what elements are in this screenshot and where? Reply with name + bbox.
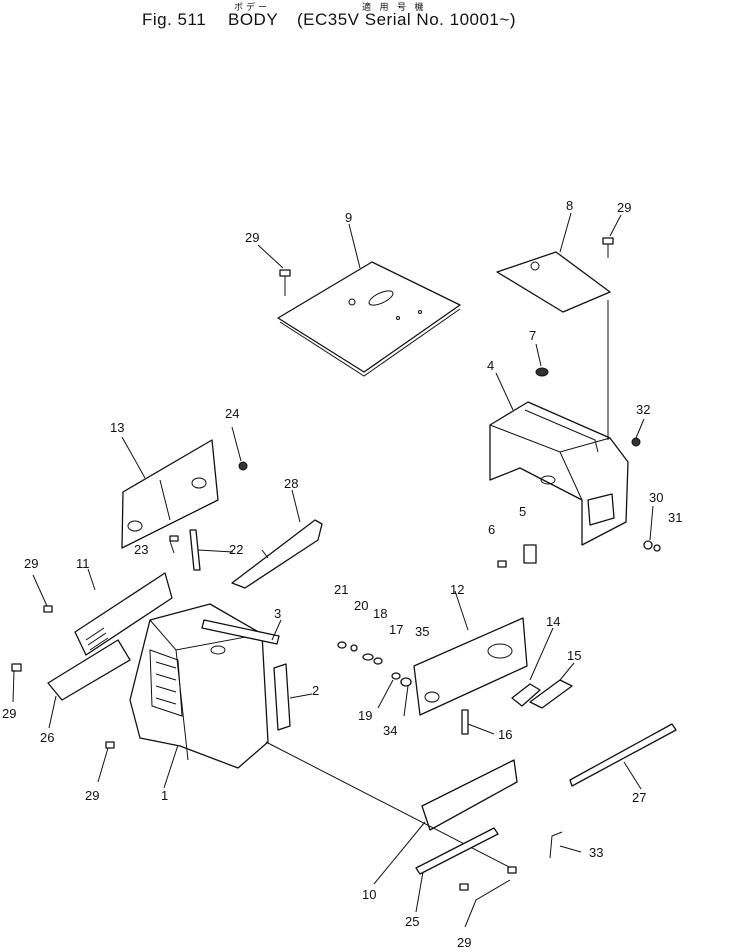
part-28-bracket — [231, 519, 323, 589]
callout-29-bottom-left: 29 — [85, 788, 99, 803]
part-22-23-bracket — [169, 529, 201, 571]
callout-22: 22 — [229, 542, 243, 557]
callout-5: 5 — [519, 504, 526, 519]
callout-13: 13 — [110, 420, 124, 435]
callout-29-top-right: 29 — [617, 200, 631, 215]
callout-10: 10 — [362, 887, 376, 902]
part-4-rear-hood — [489, 300, 629, 546]
part-9-top-cover — [277, 261, 461, 377]
figure-header: ボデー 適 用 号 機 Fig. 511 BODY (EC35V Serial … — [0, 0, 730, 40]
figure-title: BODY — [228, 10, 279, 29]
callout-34: 34 — [383, 723, 397, 738]
callout-16: 16 — [498, 727, 512, 742]
callout-29-far-left: 29 — [2, 706, 16, 721]
callout-15: 15 — [567, 648, 581, 663]
part-11-grille-plate — [74, 572, 173, 656]
title-kana: ボデー — [234, 2, 271, 12]
serial-range: (EC35V Serial No. 10001~) — [297, 10, 516, 29]
part-7-grommet — [535, 367, 549, 377]
part-32-nut — [631, 437, 641, 447]
part-2-strip — [273, 663, 291, 731]
callout-23: 23 — [134, 542, 148, 557]
callout-21: 21 — [334, 582, 348, 597]
callout-18: 18 — [373, 606, 387, 621]
part-8-plate — [496, 251, 611, 313]
callout-2: 2 — [312, 683, 319, 698]
serial-kana: 適 用 号 機 — [362, 2, 427, 12]
part-25-rail — [415, 827, 499, 875]
callout-31: 31 — [668, 510, 682, 525]
part-27-rail — [569, 723, 677, 787]
callout-20: 20 — [354, 598, 368, 613]
part-26-bracket — [47, 639, 131, 701]
part-12-side-panel — [413, 617, 528, 716]
part-29-bolts-bottom — [459, 866, 517, 891]
callout-28: 28 — [284, 476, 298, 491]
part-10-floor-plate — [265, 741, 518, 871]
callout-29-left: 29 — [24, 556, 38, 571]
callout-26: 26 — [40, 730, 54, 745]
callout-labels: 9 8 29 29 7 4 32 13 24 28 30 31 5 6 23 2… — [2, 198, 682, 950]
callout-11: 11 — [76, 556, 90, 571]
callout-29-bottom: 29 — [457, 935, 471, 950]
part-30-31-fasteners — [643, 540, 661, 552]
callout-32: 32 — [636, 402, 650, 417]
part-24-cap — [238, 461, 248, 471]
callout-33: 33 — [589, 845, 603, 860]
fig-label: Fig. 511 — [142, 10, 207, 29]
part-16-handle — [461, 709, 469, 735]
leader-lines — [12, 212, 654, 928]
part-5-6-latch — [497, 544, 537, 568]
callout-29-top-left: 29 — [245, 230, 259, 245]
callout-9: 9 — [345, 210, 352, 225]
callout-24: 24 — [225, 406, 239, 421]
part-3-strip — [201, 619, 280, 645]
callout-12: 12 — [450, 582, 464, 597]
part-29-bolt-a — [279, 269, 291, 296]
part-13-side-panel — [121, 439, 219, 549]
callout-6: 6 — [488, 522, 495, 537]
part-1-front-hood — [129, 603, 269, 769]
part-15-seal — [529, 679, 573, 709]
callout-7: 7 — [529, 328, 536, 343]
callout-25: 25 — [405, 914, 419, 929]
callout-30: 30 — [649, 490, 663, 505]
callout-1: 1 — [161, 788, 168, 803]
callout-3: 3 — [274, 606, 281, 621]
callout-17: 17 — [389, 622, 403, 637]
callout-35: 35 — [415, 624, 429, 639]
part-29-bolt-b — [602, 237, 614, 258]
part-14-lens — [511, 683, 541, 707]
callout-14: 14 — [546, 614, 560, 629]
part-29-bolts-left — [11, 605, 115, 749]
part-33-hook — [549, 831, 563, 859]
callout-8: 8 — [566, 198, 573, 213]
callout-27: 27 — [632, 790, 646, 805]
part-17-21-35-small-parts — [337, 641, 412, 687]
callout-4: 4 — [487, 358, 494, 373]
callout-19: 19 — [358, 708, 372, 723]
